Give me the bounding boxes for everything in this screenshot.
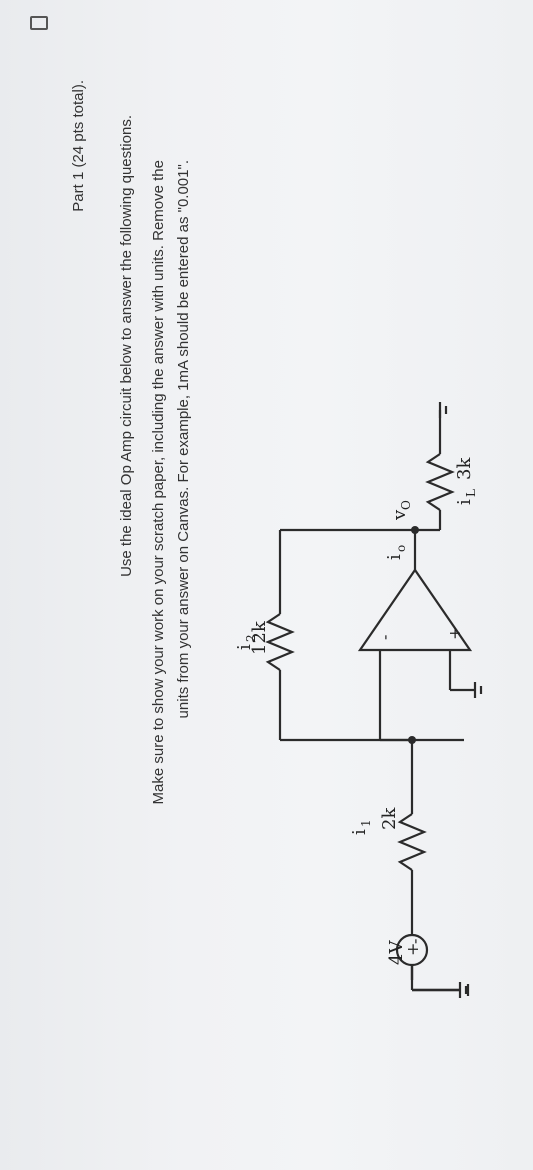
resistor-12k-label: 12k <box>249 620 270 655</box>
current-iL-sub: L <box>464 489 478 497</box>
resistor-12k <box>265 613 295 671</box>
current-iL: i <box>454 499 475 505</box>
source-label: 4V <box>386 940 407 965</box>
resistor-3k-label: 3k <box>454 457 475 480</box>
node-dot <box>408 736 416 744</box>
resistor-3k <box>425 453 455 511</box>
source-minus: - <box>405 939 424 944</box>
voltage-vo-sub: O <box>399 500 413 510</box>
current-i1-sub: 1 <box>359 819 373 827</box>
current-i2-sub: 2 <box>244 634 258 642</box>
current-i1: i <box>349 829 370 835</box>
opamp-plus: + <box>445 627 464 640</box>
source-plus: + <box>403 943 422 956</box>
resistor-2k-label: 2k <box>379 807 400 830</box>
opamp-minus: - <box>375 635 394 640</box>
current-io: i <box>384 554 405 560</box>
voltage-vo: v <box>389 509 410 521</box>
resistor-2k <box>397 813 427 871</box>
node-dot <box>411 526 419 534</box>
current-io-sub: o <box>394 545 408 552</box>
op-amp-symbol <box>357 568 473 652</box>
current-i2: i <box>234 644 255 650</box>
